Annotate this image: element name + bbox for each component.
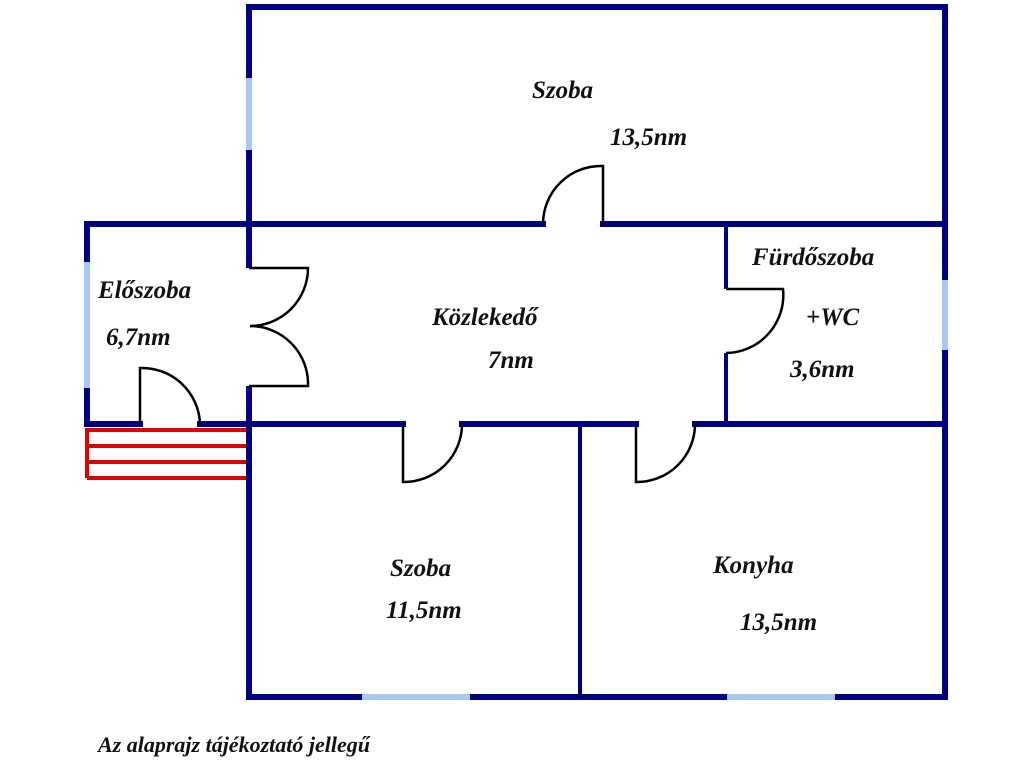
room-area: 3,6nm <box>789 356 855 383</box>
double-door-arc <box>249 266 310 388</box>
door-arc <box>725 287 785 355</box>
door-arc <box>401 423 464 484</box>
room-name: Konyha <box>712 552 794 579</box>
room-name: Fürdőszoba <box>751 244 874 271</box>
room-area: 11,5nm <box>386 597 462 624</box>
room-labels: Szoba 13,5nm Előszoba 6,7nm Közlekedő 7n… <box>97 77 874 636</box>
outer-wall <box>246 4 948 700</box>
room-area: 7nm <box>488 347 534 374</box>
room-area: 6,7nm <box>106 324 171 351</box>
windows <box>84 78 948 700</box>
door-arc <box>634 423 697 484</box>
room-name: Szoba <box>532 77 593 104</box>
room-area: 13,5nm <box>740 609 817 636</box>
door-arc <box>541 164 605 225</box>
room-area: 13,5nm <box>610 124 687 151</box>
room-name: Szoba <box>390 555 451 582</box>
doors <box>138 164 785 484</box>
room-name: Előszoba <box>97 277 191 304</box>
room-name: Közlekedő <box>431 304 539 331</box>
openings <box>243 268 255 386</box>
entrance-stairs <box>85 428 246 480</box>
door-arc <box>138 366 202 425</box>
disclaimer-note: Az alaprajz tájékoztató jellegű <box>96 732 371 757</box>
room-name-suffix: +WC <box>806 304 859 331</box>
